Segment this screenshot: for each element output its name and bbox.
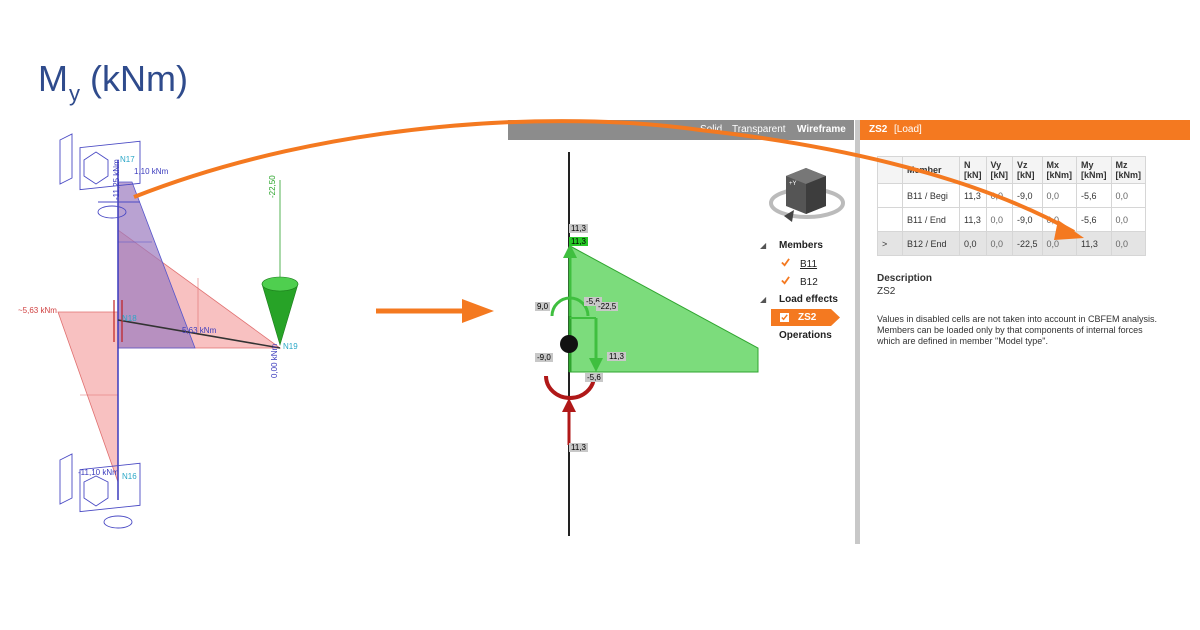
tree-operations[interactable]: Operations <box>779 330 832 341</box>
value-label: -9,0 <box>535 353 553 362</box>
value-label: -22,50 <box>268 175 277 198</box>
beam-member <box>117 319 281 349</box>
view-cube-label: +Y <box>789 181 797 187</box>
table-header-row: Member N[kN] Vy[kN] Vz[kN] Mx[kNm] My[kN… <box>877 156 1147 184</box>
view-cube-icon <box>769 168 845 222</box>
value-label: 11,3 <box>569 224 588 233</box>
cell-vy[interactable]: 0,0 <box>985 207 1013 232</box>
cell-mx[interactable]: 0,0 <box>1041 183 1078 208</box>
cell-member[interactable]: B11 / Begi <box>902 183 960 208</box>
value-label: ~5,63 kNm <box>18 306 57 315</box>
checkbox-zs2[interactable] <box>780 313 789 322</box>
solid-view-button[interactable]: Solid <box>700 124 723 135</box>
description-title: Description <box>877 273 933 284</box>
selected-pointer-icon <box>831 309 840 326</box>
column-header: My[kNm] <box>1076 156 1112 184</box>
row-indicator-header <box>877 156 903 184</box>
column-header: Vz[kN] <box>1012 156 1043 184</box>
cell-mz[interactable]: 0,0 <box>1110 183 1147 208</box>
cell-my[interactable]: 11,3 <box>1076 231 1112 256</box>
value-label: 9,0 <box>535 302 551 311</box>
cell-mz[interactable]: 0,0 <box>1110 207 1147 232</box>
bottom-support-icon <box>59 453 141 529</box>
row-indicator[interactable]: > <box>877 231 903 256</box>
cell-mz[interactable]: 0,0 <box>1110 231 1147 256</box>
value-label: -5,6 <box>584 297 602 306</box>
value-label: 5,63 kNm <box>182 326 217 335</box>
value-label: 11,3 <box>569 237 588 246</box>
node-n18-label: N18 <box>122 314 137 323</box>
collapse-icon[interactable]: ◢ <box>760 295 767 304</box>
cell-member[interactable]: B12 / End <box>902 231 960 256</box>
value-label: 0,00 kNm <box>270 343 279 378</box>
moment-area-upper <box>117 181 196 349</box>
value-label: 11,3 <box>607 352 626 361</box>
table-row[interactable]: B11 / Begi 11,3 0,0 -9,0 0,0 -5,6 0,0 <box>877 183 1147 208</box>
panel-header: ZS2 [Load] <box>860 120 1190 140</box>
column-header: Member <box>902 156 960 184</box>
node-n16-label: N16 <box>122 472 137 481</box>
cell-mx[interactable]: 0,0 <box>1041 207 1078 232</box>
tree-item-b11[interactable]: B11 <box>800 259 818 270</box>
node-sphere <box>560 335 578 353</box>
checkbox-b11[interactable] <box>781 258 790 267</box>
tree-item-zs2[interactable]: ZS2 <box>798 312 817 323</box>
value-label: -5,6 <box>585 373 603 382</box>
viewport-toolbar: Solid Transparent Wireframe <box>508 120 854 140</box>
value-label: -11,10 kNm <box>78 468 119 477</box>
row-indicator[interactable] <box>877 207 903 232</box>
load-cone-icon <box>261 283 299 347</box>
column-header: Vy[kN] <box>985 156 1013 184</box>
node-n17-label: N17 <box>120 155 135 164</box>
cell-vz[interactable]: -22,5 <box>1012 231 1043 256</box>
cell-my[interactable]: -5,6 <box>1076 207 1112 232</box>
3d-viewport[interactable] <box>508 140 854 544</box>
description-value: ZS2 <box>877 286 896 297</box>
column-header: Mx[kNm] <box>1041 156 1078 184</box>
column-header: N[kN] <box>959 156 987 184</box>
cell-vy[interactable]: 0,0 <box>985 231 1013 256</box>
panel-header-name: ZS2 <box>869 124 888 135</box>
value-label: 1,10 kNm <box>134 167 169 176</box>
cell-mx[interactable]: 0,0 <box>1041 231 1078 256</box>
value-label: -11,25 kNm <box>112 159 121 200</box>
cell-vz[interactable]: -9,0 <box>1012 207 1043 232</box>
arrow-right-icon <box>376 299 494 323</box>
cell-n[interactable]: 11,3 <box>959 207 987 232</box>
cell-vy[interactable]: 0,0 <box>985 183 1013 208</box>
internal-forces-table: Member N[kN] Vy[kN] Vz[kN] Mx[kNm] My[kN… <box>877 156 1147 256</box>
column-header: Mz[kNm] <box>1110 156 1147 184</box>
value-label: 11,3 <box>569 443 588 452</box>
panel-splitter[interactable] <box>855 120 860 544</box>
cell-vz[interactable]: -9,0 <box>1012 183 1043 208</box>
panel-header-type: [Load] <box>894 124 922 135</box>
table-row[interactable]: > B12 / End 0,0 0,0 -22,5 0,0 11,3 0,0 <box>877 231 1147 256</box>
value-label: -22,5 <box>596 302 619 311</box>
moment-diagram <box>57 133 299 529</box>
tree-load-effects[interactable]: Load effects <box>779 294 838 305</box>
checkbox-b12[interactable] <box>781 276 790 285</box>
node-n19-label: N19 <box>283 342 298 351</box>
cell-my[interactable]: -5,6 <box>1076 183 1112 208</box>
cell-n[interactable]: 11,3 <box>959 183 987 208</box>
row-indicator[interactable] <box>877 183 903 208</box>
cell-member[interactable]: B11 / End <box>902 207 960 232</box>
wireframe-view-button[interactable]: Wireframe <box>797 124 846 135</box>
diagram-title: My (kNm) <box>38 58 188 106</box>
transparent-view-button[interactable]: Transparent <box>732 124 786 135</box>
tree-item-b12[interactable]: B12 <box>800 277 818 288</box>
cell-n[interactable]: 0,0 <box>959 231 987 256</box>
collapse-icon[interactable]: ◢ <box>760 241 767 250</box>
note-text: Values in disabled cells are not taken i… <box>877 314 1157 346</box>
table-row[interactable]: B11 / End 11,3 0,0 -9,0 0,0 -5,6 0,0 <box>877 207 1147 232</box>
tree-members[interactable]: Members <box>779 240 823 251</box>
